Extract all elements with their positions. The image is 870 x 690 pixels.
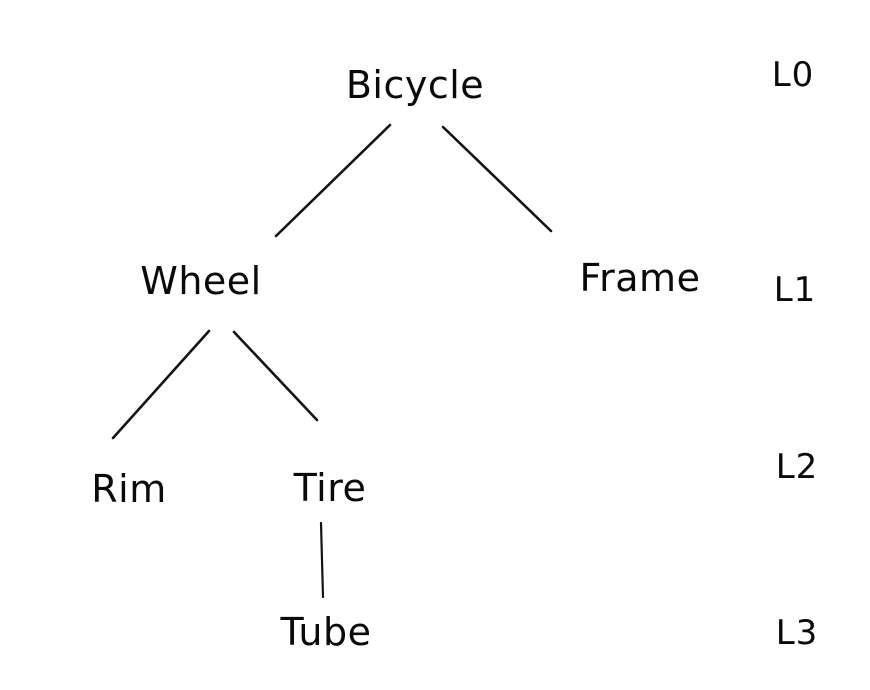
node-rim[interactable]: Rim <box>91 467 167 511</box>
node-tire[interactable]: Tire <box>293 466 367 510</box>
node-wheel[interactable]: Wheel <box>140 259 262 303</box>
edge-wheel-rim <box>111 329 211 440</box>
level-label-l0: L0 <box>771 55 815 95</box>
edge-bicycle-frame <box>441 125 553 233</box>
edge-bicycle-wheel <box>274 123 392 238</box>
node-tube[interactable]: Tube <box>280 610 372 654</box>
level-label-l2: L2 <box>775 447 819 487</box>
edge-wheel-tire <box>232 330 319 422</box>
edge-tire-tube <box>319 521 325 599</box>
level-label-l3: L3 <box>775 613 819 653</box>
node-frame[interactable]: Frame <box>579 256 701 300</box>
level-label-l1: L1 <box>773 270 817 310</box>
node-bicycle[interactable]: Bicycle <box>345 63 485 107</box>
